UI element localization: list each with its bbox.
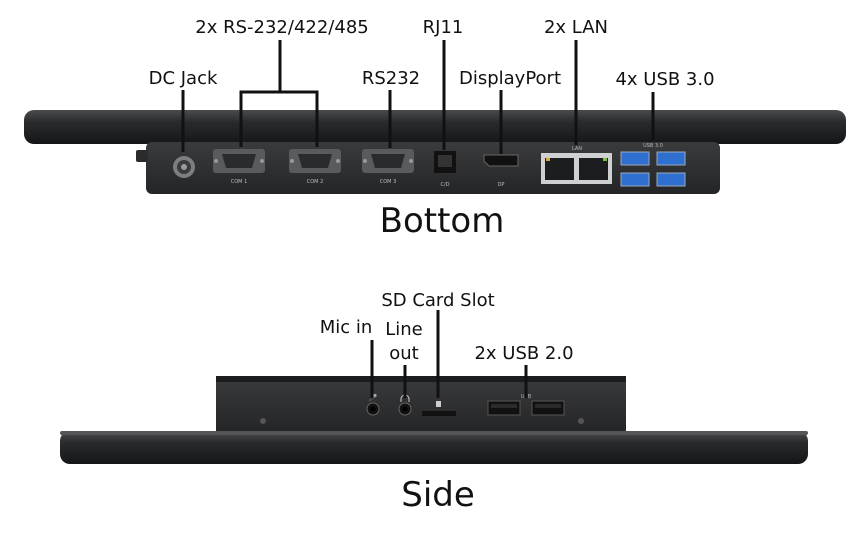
lan-mark: LAN (572, 146, 582, 152)
sd-card-icon (436, 401, 441, 407)
cd-mark: C/D (440, 182, 449, 188)
displayport-label: DisplayPort (459, 68, 561, 89)
usb3-label: 4x USB 3.0 (615, 69, 714, 90)
rj11-label: RJ11 (423, 17, 464, 38)
side-title: Side (401, 475, 475, 515)
usb3-ports: USB 3.0 (620, 143, 686, 187)
com2-mark: COM 2 (307, 179, 324, 185)
side-view: 🎤 USB SD Card Slot Mic i (60, 290, 808, 515)
mic-label: Mic in (320, 317, 373, 338)
com2-port: COM 2 (289, 149, 341, 185)
usb2-label: 2x USB 2.0 (474, 343, 573, 364)
side-bezel (60, 431, 808, 464)
dc-jack-label: DC Jack (149, 68, 218, 89)
rs-multi-label: 2x RS-232/422/485 (195, 17, 368, 38)
usb3-mark: USB 3.0 (643, 143, 663, 149)
dp-mark: DP (498, 182, 505, 188)
dc-jack-port (173, 156, 195, 178)
lan-ports: LAN (541, 146, 612, 184)
sd-card-slot (422, 401, 456, 416)
sd-label: SD Card Slot (381, 290, 494, 311)
com3-mark: COM 3 (380, 179, 397, 185)
rj11-port: C/D (434, 151, 456, 188)
bottom-bezel (24, 110, 846, 144)
line-out-label-2: out (389, 343, 418, 364)
com3-port: COM 3 (362, 149, 414, 185)
com1-port: COM 1 (213, 149, 265, 185)
rs-multi-leader (239, 40, 319, 147)
bottom-view: COM 1 COM 2 COM 3 C/D DP (24, 17, 846, 241)
line-out-label-1: Line (385, 319, 423, 340)
lan-label: 2x LAN (544, 17, 608, 38)
rs232-label: RS232 (362, 68, 420, 89)
bottom-title: Bottom (380, 201, 505, 241)
displayport-port: DP (483, 154, 519, 188)
line-out-port (398, 394, 412, 416)
com1-mark: COM 1 (231, 179, 248, 185)
